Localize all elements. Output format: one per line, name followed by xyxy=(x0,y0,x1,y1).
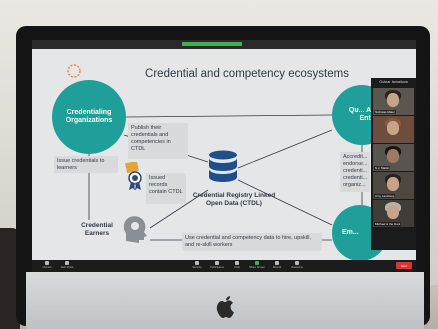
registry-label: Credential Registry Linked Open Data (CT… xyxy=(192,192,276,208)
participant-face xyxy=(387,121,399,135)
record-icon xyxy=(275,261,279,265)
label-issue-credentials: Issue credentials to learners xyxy=(54,156,118,173)
zoom-top-bar xyxy=(32,40,416,49)
credential-earners-label: Credential Earners xyxy=(81,222,113,238)
screen: Credential and competency ecosystems Cre… xyxy=(32,40,416,272)
certificate-ribbon-icon xyxy=(125,162,142,190)
monitor-chin xyxy=(26,272,424,329)
smiley-icon xyxy=(295,261,299,265)
apple-logo-icon xyxy=(216,296,234,318)
chair xyxy=(0,228,20,329)
participant-tile[interactable]: Nicholas Maier xyxy=(373,88,414,115)
reactions-button[interactable]: Reactions xyxy=(288,261,306,271)
share-screen-button[interactable]: Share Screen xyxy=(248,261,266,271)
security-button[interactable]: Security xyxy=(188,261,206,271)
brand-logo-icon xyxy=(67,64,81,78)
participant-tile[interactable]: Michael & the Dark xyxy=(373,200,414,227)
participant-face xyxy=(387,93,399,107)
participants-button[interactable]: Participants xyxy=(208,261,226,271)
chat-icon xyxy=(235,261,239,265)
label-accredit: Accredit... endorse... credenti... crede… xyxy=(340,152,370,192)
participant-tile[interactable]: S.J. Martin xyxy=(373,144,414,171)
start-video-button[interactable]: Start Video xyxy=(58,261,76,271)
chat-button[interactable]: Chat xyxy=(228,261,246,271)
label-issued-records: Issued records contain CTDL xyxy=(146,173,186,204)
participant-face xyxy=(387,205,399,219)
node-credentialing-organizations: Credentialing Organizations xyxy=(52,80,126,154)
shield-icon xyxy=(195,261,199,265)
participant-name: Amy Lansberg xyxy=(374,194,396,198)
people-icon xyxy=(215,261,219,265)
share-screen-icon xyxy=(255,261,259,265)
database-icon xyxy=(209,150,237,182)
label-use-data: Use credential and competency data to hi… xyxy=(182,233,322,251)
participant-name: S.J. Martin xyxy=(374,166,391,170)
microphone-icon xyxy=(45,261,49,265)
participant-gallery: Gulnar Ismailova Nicholas Maier S.J. Mar… xyxy=(371,78,416,250)
zoom-toolbar xyxy=(32,260,416,272)
participant-tile[interactable]: Amy Lansberg xyxy=(373,172,414,199)
screen-share-indicator[interactable] xyxy=(182,42,242,46)
participant-name: Nicholas Maier xyxy=(374,110,396,114)
head-profile-icon xyxy=(123,216,147,243)
video-icon xyxy=(65,261,69,265)
participant-tile[interactable] xyxy=(373,116,414,143)
participant-face xyxy=(387,149,399,163)
end-meeting-button[interactable]: End xyxy=(396,262,412,269)
unmute-button[interactable]: Unmute xyxy=(38,261,56,271)
label-publish: Publish their credentials and competenci… xyxy=(128,123,188,159)
gallery-header: Gulnar Ismailova xyxy=(379,80,408,84)
slide-title: Credential and competency ecosystems xyxy=(145,68,349,80)
participant-face xyxy=(387,177,399,191)
record-button[interactable]: Record xyxy=(268,261,286,271)
participant-name: Michael & the Dark xyxy=(374,222,402,226)
